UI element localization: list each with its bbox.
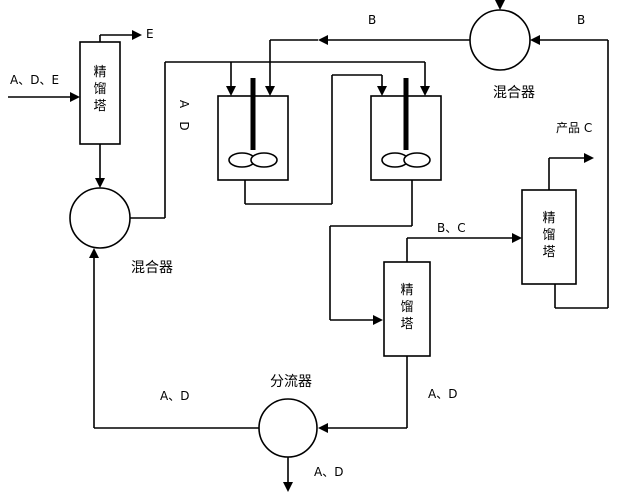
stream-d-label: D [177, 121, 191, 130]
stream-b-to-reactor-1: B [265, 13, 470, 96]
column-2-label-char-3: 塔 [542, 245, 555, 260]
stream-b-right-label: B [577, 13, 585, 27]
stream-e-label: E [146, 27, 154, 41]
column-3-label-char-1: 精 [400, 283, 413, 298]
splitter-label: 分流器 [270, 374, 312, 390]
distillation-column-1: 精 馏 塔 [79, 41, 121, 145]
column-1-label-char-3: 塔 [93, 99, 106, 114]
column-3-bottom-stream: A、D [318, 356, 457, 433]
reactor-connection-stream [244, 74, 387, 205]
column-2-label-char-2: 馏 [542, 228, 555, 243]
mixer-right-label: 混合器 [493, 85, 535, 101]
column-1-bottom-stream [95, 144, 105, 188]
stream-ad-purge-label: A、D [314, 465, 343, 479]
column-2-label-char-1: 精 [542, 211, 555, 226]
feed-label: A、D、E [10, 73, 59, 87]
reactor-2 [370, 78, 442, 181]
feed-stream: A、D、E [8, 73, 80, 102]
column-3-label-char-3: 塔 [400, 317, 413, 332]
product-c-stream: 产品 C [548, 121, 594, 190]
stream-ad-purge: A、D [283, 457, 343, 492]
reactor-2-outlet-stream [329, 180, 413, 325]
stream-ad-col3-label: A、D [428, 387, 457, 401]
column-1-top-stream: E [99, 27, 154, 42]
column-1-label-char-2: 馏 [93, 82, 106, 97]
splitter: 分流器 [258, 374, 318, 458]
column-3-label-char-2: 馏 [400, 300, 413, 315]
distillation-column-3: 精 馏 塔 [383, 261, 431, 357]
mixer-left-label: 混合器 [131, 260, 173, 276]
product-c-label: 产品 C [556, 121, 592, 135]
stream-ad-recycle-label: A、D [160, 389, 189, 403]
stream-a-label: A [177, 100, 191, 109]
mixer-right: 混合器 [469, 0, 535, 101]
distillation-column-2: 精 馏 塔 [521, 189, 577, 285]
stream-bc: B、C [406, 221, 522, 262]
column-1-label-char-1: 精 [93, 65, 106, 80]
stream-bc-label: B、C [437, 221, 466, 235]
stream-b-left-label: B [368, 13, 376, 27]
mixer-left-outlet-stream: A D [130, 61, 430, 219]
stream-ad-recycle: A、D [89, 248, 259, 429]
reactor-1 [217, 78, 289, 181]
mixer-left: 混合器 [69, 187, 173, 276]
stream-b-recycle: B [530, 13, 609, 309]
